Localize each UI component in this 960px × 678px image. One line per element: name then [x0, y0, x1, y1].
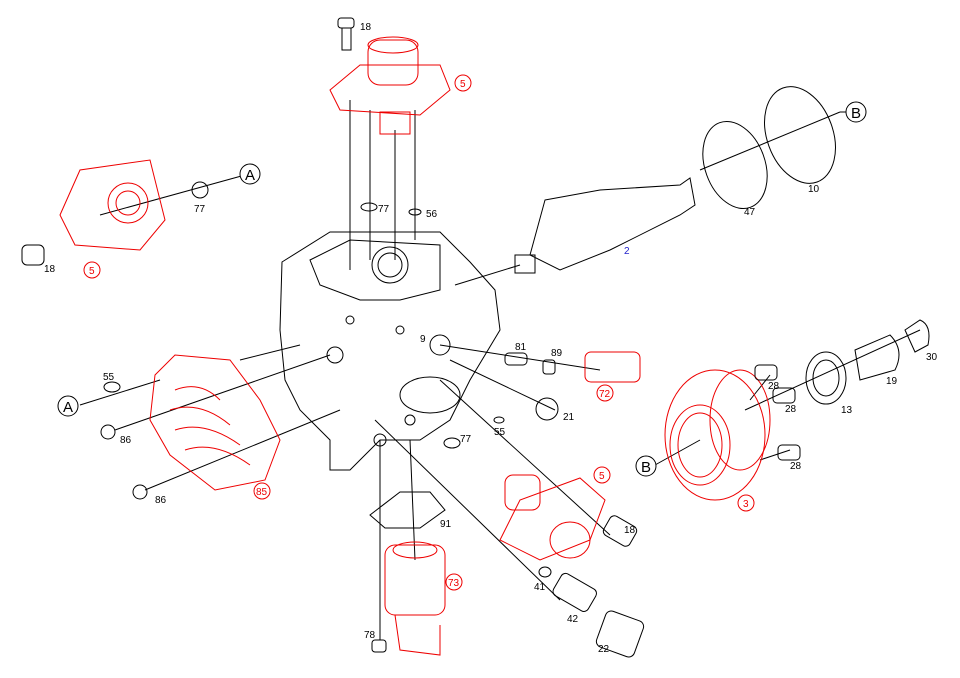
screw-86-b [132, 484, 148, 500]
screw-28-b [772, 387, 796, 404]
callout-19: 19 [886, 376, 898, 387]
ring-55-left [103, 381, 121, 393]
screw-18-top [337, 17, 355, 29]
callout-41: 41 [534, 582, 546, 593]
sleeve-19 [854, 334, 900, 381]
ref-marker-A-top: A [239, 163, 261, 185]
callout-77-top: 77 [378, 204, 390, 215]
svg-text:5: 5 [460, 79, 466, 90]
ring-30 [904, 319, 930, 353]
callout-28-c: 28 [790, 461, 802, 472]
part-5-right [499, 474, 606, 561]
callout-5-right: 5 [593, 466, 611, 484]
callout-91: 91 [440, 519, 452, 530]
callout-77-left: 77 [194, 204, 206, 215]
svg-text:5: 5 [599, 471, 605, 482]
callout-89: 89 [551, 348, 563, 359]
ring-77-top [360, 202, 378, 212]
callout-2: 2 [624, 246, 630, 257]
part-22-cap [595, 610, 645, 658]
callout-42: 42 [567, 614, 579, 625]
callout-10: 10 [808, 184, 820, 195]
ring-77-left [191, 181, 209, 199]
screw-18-shaft [341, 27, 352, 51]
ring-55-mid [493, 416, 505, 424]
callout-77-mid: 77 [460, 434, 472, 445]
screw-86-a [100, 424, 116, 440]
callout-9: 9 [420, 334, 426, 345]
callout-13: 13 [841, 405, 853, 416]
svg-text:A: A [63, 399, 73, 416]
callout-28-a: 28 [768, 381, 780, 392]
callout-18-left: 18 [44, 264, 56, 275]
callout-73: 73 [445, 573, 463, 591]
svg-text:5: 5 [89, 266, 95, 277]
part-2-shaft [514, 177, 696, 274]
svg-text:73: 73 [448, 578, 460, 589]
screw-18-right [602, 515, 638, 547]
part-72 [584, 351, 641, 383]
part-89 [542, 359, 556, 375]
svg-text:72: 72 [599, 389, 611, 400]
part-5-top [329, 36, 451, 135]
screw-78 [371, 639, 387, 653]
callout-21: 21 [563, 412, 575, 423]
part-41 [538, 566, 552, 578]
callout-55-mid: 55 [494, 427, 506, 438]
callout-86-b: 86 [155, 495, 167, 506]
part-85-cover [149, 354, 281, 491]
svg-text:3: 3 [743, 499, 749, 510]
callout-55-left: 55 [103, 372, 115, 383]
callout-72: 72 [596, 384, 614, 402]
callout-3: 3 [737, 494, 755, 512]
part-42 [552, 572, 597, 612]
part-73-valve [384, 541, 446, 656]
ref-marker-A-bottom: A [57, 395, 79, 417]
callout-78: 78 [364, 630, 376, 641]
screw-28-c [777, 444, 801, 461]
callout-86-a: 86 [120, 435, 132, 446]
ring-56 [408, 208, 422, 216]
part-21 [535, 397, 559, 421]
callout-28-b: 28 [785, 404, 797, 415]
callout-22: 22 [598, 644, 610, 655]
assembly-lines [79, 100, 921, 640]
part-5-left [59, 159, 166, 251]
callout-5-top: 5 [454, 74, 472, 92]
callout-5-left: 5 [83, 261, 101, 279]
svg-text:A: A [245, 167, 255, 184]
svg-text:B: B [851, 105, 861, 122]
svg-text:85: 85 [256, 487, 268, 498]
callout-56: 56 [426, 209, 438, 220]
svg-text:B: B [641, 459, 651, 476]
callout-18-right: 18 [624, 525, 636, 536]
screw-28-a [754, 364, 778, 381]
callout-30: 30 [926, 352, 938, 363]
part-81 [504, 352, 528, 366]
ref-marker-B-bottom: B [635, 455, 657, 477]
part-3-flange [664, 369, 771, 501]
o-ring-10 [764, 86, 836, 184]
screw-18-left [21, 244, 45, 266]
callout-18-top: 18 [360, 22, 372, 33]
callout-47: 47 [744, 207, 756, 218]
callout-81: 81 [515, 342, 527, 353]
ring-77-mid [443, 437, 461, 449]
seal-13 [805, 351, 847, 405]
o-ring-47 [702, 120, 768, 210]
callout-85: 85 [253, 482, 271, 500]
gasket-91 [369, 491, 446, 529]
ref-marker-B-top: B [840, 101, 867, 123]
